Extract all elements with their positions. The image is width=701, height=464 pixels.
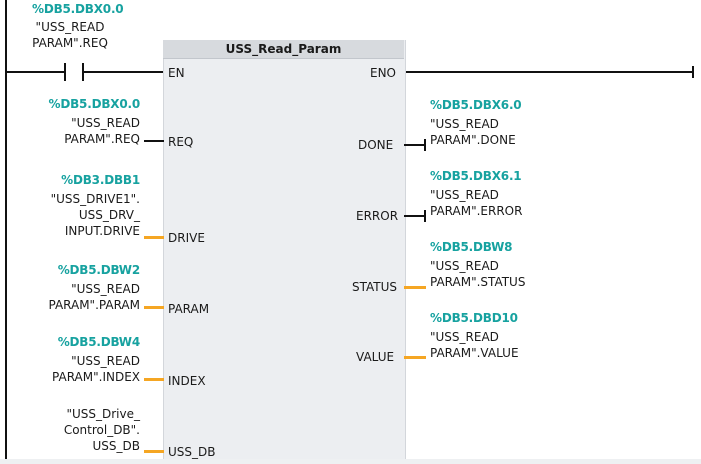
uss-db-tag-line3: USS_DB [92,439,141,453]
pin-status: STATUS [352,280,398,294]
contact-left-bar[interactable] [64,63,66,81]
value-tag-line1: "USS_READ [430,330,499,344]
pin-uss-db: USS_DB [168,445,216,459]
req-tag-line1: "USS_READ [71,116,140,130]
req-wire [144,140,164,142]
drive-tag-line3: INPUT.DRIVE [64,224,140,238]
value-tag-line2: PARAM".VALUE [430,346,519,360]
pin-req: REQ [168,135,194,149]
uss-db-tag-line1[interactable]: "USS_Drive_ [66,407,140,421]
contact-right-bar[interactable] [82,63,84,81]
index-wire [144,378,164,381]
uss-db-wire [144,450,164,453]
error-tag-line1: "USS_READ [430,188,499,202]
rung-wire-eno [404,71,694,73]
error-tag-line2: PARAM".ERROR [430,204,523,218]
power-rail [5,0,7,464]
done-wire-end [424,139,426,151]
status-wire [404,286,426,289]
rung-wire-en [84,71,164,73]
param-tag-line2: PARAM".PARAM [48,298,140,312]
param-address[interactable]: %DB5.DBW2 [57,263,140,277]
done-tag-line2: PARAM".DONE [430,133,516,147]
status-address[interactable]: %DB5.DBW8 [430,240,513,254]
editor-bottom-edge [0,459,701,464]
pin-param: PARAM [168,302,210,316]
function-block-title[interactable]: USS_Read_Param [163,40,404,59]
contact-tag-line1: "USS_READ [35,20,105,34]
done-tag-line1: "USS_READ [430,117,499,131]
index-tag-line2: PARAM".INDEX [52,370,140,384]
contact-address[interactable]: %DB5.DBX0.0 [32,2,124,16]
req-address[interactable]: %DB5.DBX0.0 [48,97,141,111]
rung-end-marker [692,66,694,78]
error-wire [404,215,426,217]
req-tag-line2: PARAM".REQ [64,132,140,146]
status-tag-line1: "USS_READ [430,259,499,273]
drive-tag-line1: "USS_DRIVE1". [50,192,140,206]
pin-error: ERROR [356,209,399,223]
error-address[interactable]: %DB5.DBX6.1 [430,169,522,183]
index-tag-line1: "USS_READ [71,354,140,368]
pin-eno: ENO [370,66,397,80]
value-address[interactable]: %DB5.DBD10 [430,311,518,325]
error-wire-end [424,210,426,222]
pin-en: EN [168,66,185,80]
pin-index: INDEX [168,374,206,388]
rung-wire-left [6,71,64,73]
function-block-body[interactable] [163,40,406,464]
uss-db-tag-line2: Control_DB". [63,423,140,437]
index-address[interactable]: %DB5.DBW4 [57,335,140,349]
drive-wire [144,236,164,239]
done-address[interactable]: %DB5.DBX6.0 [430,98,522,112]
drive-tag-line2: USS_DRV_ [78,208,140,222]
param-wire [144,306,164,309]
contact-tag-line2: PARAM".REQ [32,36,108,50]
done-wire [404,144,426,146]
pin-done: DONE [358,138,394,152]
param-tag-line1: "USS_READ [71,282,140,296]
value-wire [404,356,426,359]
drive-address[interactable]: %DB3.DBB1 [61,173,140,187]
pin-value: VALUE [356,350,395,364]
status-tag-line2: PARAM".STATUS [430,275,526,289]
pin-drive: DRIVE [168,231,205,245]
